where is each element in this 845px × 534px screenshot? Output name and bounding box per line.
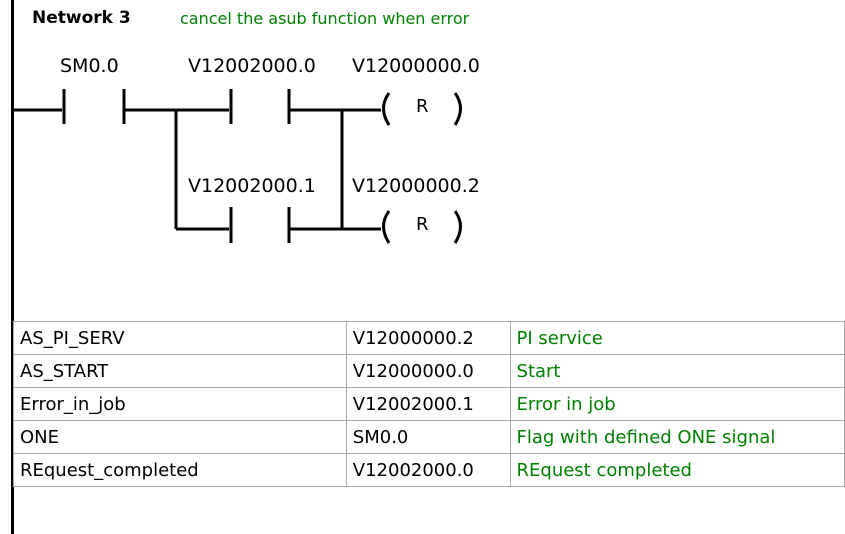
table-row[interactable]: REquest_completed V12002000.0 REquest co… xyxy=(13,453,845,487)
contact-v12002000-0[interactable] xyxy=(229,89,291,124)
table-row[interactable]: AS_PI_SERV V12000000.2 PI service xyxy=(13,321,845,355)
network-title: Network 3 xyxy=(32,8,131,28)
coil-v12000000-0[interactable] xyxy=(382,92,462,126)
coil-type: R xyxy=(416,214,429,235)
symbol-table: AS_PI_SERV V12000000.2 PI service AS_STA… xyxy=(13,321,845,487)
coil-address: V12000000.2 xyxy=(352,175,480,197)
comment-cell: Flag with defined ONE signal xyxy=(509,420,845,454)
comment-cell: Start xyxy=(509,354,845,388)
comment-cell: PI service xyxy=(509,321,845,355)
contact-address: V12002000.1 xyxy=(188,175,316,197)
ladder-rung xyxy=(13,89,462,244)
symbol-cell: AS_START xyxy=(13,354,347,388)
symbol-cell: REquest_completed xyxy=(13,453,347,487)
symbol-cell: ONE xyxy=(13,420,347,454)
coil-v12000000-2[interactable] xyxy=(382,210,462,244)
address-cell: V12002000.1 xyxy=(345,387,511,421)
contact-address: V12002000.0 xyxy=(188,55,316,77)
coil-address: V12000000.0 xyxy=(352,55,480,77)
comment-cell: Error in job xyxy=(509,387,845,421)
address-cell: V12000000.0 xyxy=(345,354,511,388)
symbol-cell: Error_in_job xyxy=(13,387,347,421)
table-row[interactable]: ONE SM0.0 Flag with defined ONE signal xyxy=(13,420,845,454)
power-rail xyxy=(11,0,14,534)
table-row[interactable]: Error_in_job V12002000.1 Error in job xyxy=(13,387,845,421)
contact-address: SM0.0 xyxy=(60,55,119,77)
contact-sm0-0[interactable] xyxy=(62,89,126,124)
address-cell: V12002000.0 xyxy=(345,453,511,487)
comment-cell: REquest completed xyxy=(509,453,845,487)
symbol-cell: AS_PI_SERV xyxy=(13,321,347,355)
table-row[interactable]: AS_START V12000000.0 Start xyxy=(13,354,845,388)
address-cell: SM0.0 xyxy=(345,420,511,454)
network-comment[interactable]: cancel the asub function when error xyxy=(180,9,470,28)
address-cell: V12000000.2 xyxy=(345,321,511,355)
coil-type: R xyxy=(416,96,429,117)
contact-v12002000-1[interactable] xyxy=(229,207,291,243)
